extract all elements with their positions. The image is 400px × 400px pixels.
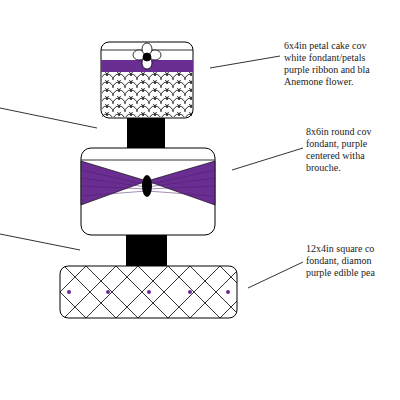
cake-pillar bbox=[127, 116, 165, 150]
leader-lines bbox=[0, 56, 303, 288]
bottom-tier bbox=[60, 266, 246, 318]
cake-pillar bbox=[126, 233, 167, 269]
callout-note: 6x4in petal cake cov white fondant/petal… bbox=[284, 40, 384, 88]
callout-note: 8x6in round cov fondant, purple centered… bbox=[306, 126, 394, 174]
callout-note: 12x4in square co fondant, diamon purple … bbox=[306, 243, 394, 279]
middle-tier bbox=[81, 148, 215, 235]
anemone-flower bbox=[133, 43, 161, 69]
top-tier bbox=[101, 42, 193, 118]
